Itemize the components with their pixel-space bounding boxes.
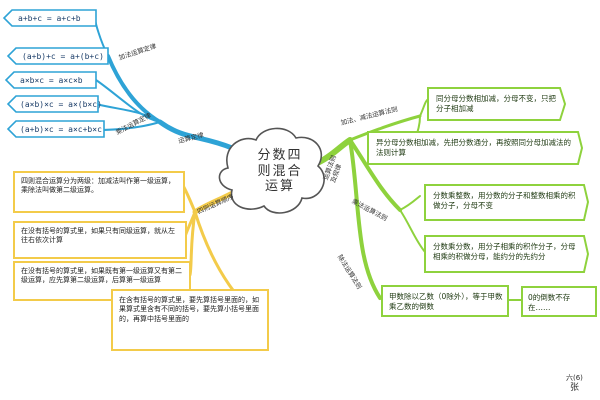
order-note-mixed-levels: 在没有括号的算式里，如果既有第一级运算又有第二级运算，应先算第二级运算，后算第一…: [21, 267, 182, 285]
center-title-line-1: 分数四: [257, 148, 303, 163]
mul-law-commutative: a×b×c = a×c×b: [20, 76, 83, 85]
yellow-note-boxes: [13, 171, 269, 351]
rule-diff-denominator: 异分母分数相加减，先把分数通分，再按照同分母加减法的法则计算: [376, 138, 571, 158]
center-cloud: [218, 127, 325, 214]
order-note-two-levels: 四则混合运算分为两级：加减法叫作第一级运算，乘除法叫做第二级运算。: [21, 177, 175, 195]
signature-name: 张: [569, 382, 579, 393]
signature: 六(6) 张: [566, 374, 583, 394]
rule-fraction-times-integer: 分数乘整数，用分数的分子和整数相乘的积做分子，分母不变: [433, 191, 576, 211]
order-note-same-level: 在没有括号的算式里，如果只有同级运算，就从左往右依次计算: [21, 227, 175, 245]
center-title: 分数四 则混合 运算: [238, 148, 322, 195]
rule-fraction-times-fraction: 分数乘分数，用分子相乘的积作分子，分母相乘的积做分母，能约分的先约分: [433, 242, 576, 262]
reciprocal-note: 0的倒数不存在……: [528, 293, 571, 313]
mul-law-associative: (a×b)×c = a×(b×c): [20, 100, 102, 109]
rule-same-denominator: 同分母分数相加减，分母不变，只把分子相加减: [436, 94, 556, 114]
center-title-line-3: 运算: [264, 179, 295, 195]
center-title-line-2: 则混合: [257, 163, 303, 179]
green-rule-boxes: [367, 87, 597, 317]
signature-class: 六(6): [566, 374, 583, 382]
mul-law-distributive: (a+b)×c = a×c+b×c: [20, 125, 102, 134]
add-law-associative: (a+b)+c = a+(b+c): [22, 52, 104, 61]
rule-division: 甲数除以乙数（0除外），等于甲数乘乙数的倒数: [389, 292, 503, 312]
order-note-brackets: 在含有括号的算式里，要先算括号里面的，如果算式里含有不同的括号，要先算小括号里面…: [119, 296, 259, 323]
add-law-commutative: a+b+c = a+c+b: [18, 14, 81, 23]
blue-formula-boxes: [2, 9, 109, 138]
